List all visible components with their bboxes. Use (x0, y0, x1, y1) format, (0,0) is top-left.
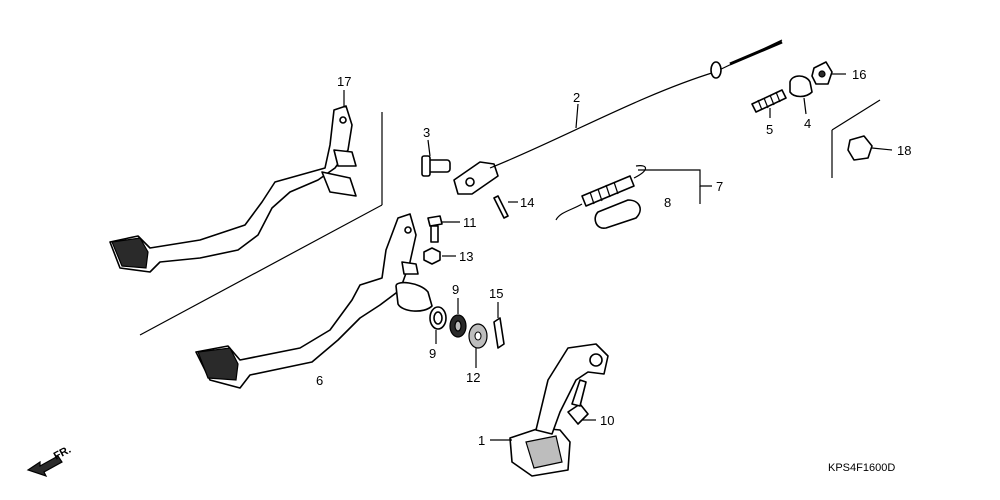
divider-lines (139, 99, 881, 336)
shift-pedal (509, 343, 609, 477)
callout-17: 17 (337, 74, 351, 89)
callout-16: 16 (852, 67, 866, 82)
flange-nut (847, 135, 873, 161)
front-label: FR. (52, 444, 73, 463)
callout-6: 6 (316, 373, 323, 388)
brake-pedal-lower (195, 213, 433, 389)
cotter-pin-large (493, 317, 505, 349)
callout-13: 13 (459, 249, 473, 264)
dust-seal-left (429, 306, 447, 330)
rod-joint (789, 75, 813, 98)
callout-10: 10 (600, 413, 614, 428)
callout-9-lower: 9 (429, 346, 436, 361)
front-indicator: FR. (26, 444, 73, 478)
callout-4: 4 (804, 116, 811, 131)
callout-12: 12 (466, 370, 480, 385)
bolt-lower (567, 379, 589, 425)
callout-5: 5 (766, 122, 773, 137)
callout-9-upper: 9 (452, 282, 459, 297)
callout-1: 1 (478, 433, 485, 448)
callout-15: 15 (489, 286, 503, 301)
brake-pedal-upper (109, 105, 357, 273)
cotter-pin-small (493, 195, 509, 219)
small-spring (751, 89, 787, 113)
bolt-upper (427, 215, 443, 243)
front-arrow-icon (26, 455, 63, 478)
washer (468, 323, 488, 349)
leader-lines (343, 73, 893, 441)
callout-2: 2 (573, 90, 580, 105)
diagram-code: KPS4F1600D (828, 462, 895, 474)
callout-3: 3 (423, 125, 430, 140)
clevis-pin (421, 155, 451, 177)
return-spring (555, 165, 647, 221)
callout-8: 8 (664, 195, 671, 210)
callout-7: 7 (716, 179, 723, 194)
callout-11: 11 (463, 215, 477, 230)
hex-nut (423, 247, 441, 265)
callout-14: 14 (520, 195, 534, 210)
adjusting-nut (811, 61, 833, 85)
callout-labels: 17 3 2 5 4 16 18 7 8 14 11 13 9 9 15 12 … (316, 67, 911, 448)
spring-cover (594, 199, 641, 229)
dust-seal-right (449, 314, 467, 338)
callout-18: 18 (897, 143, 911, 158)
brake-rod (453, 39, 783, 195)
